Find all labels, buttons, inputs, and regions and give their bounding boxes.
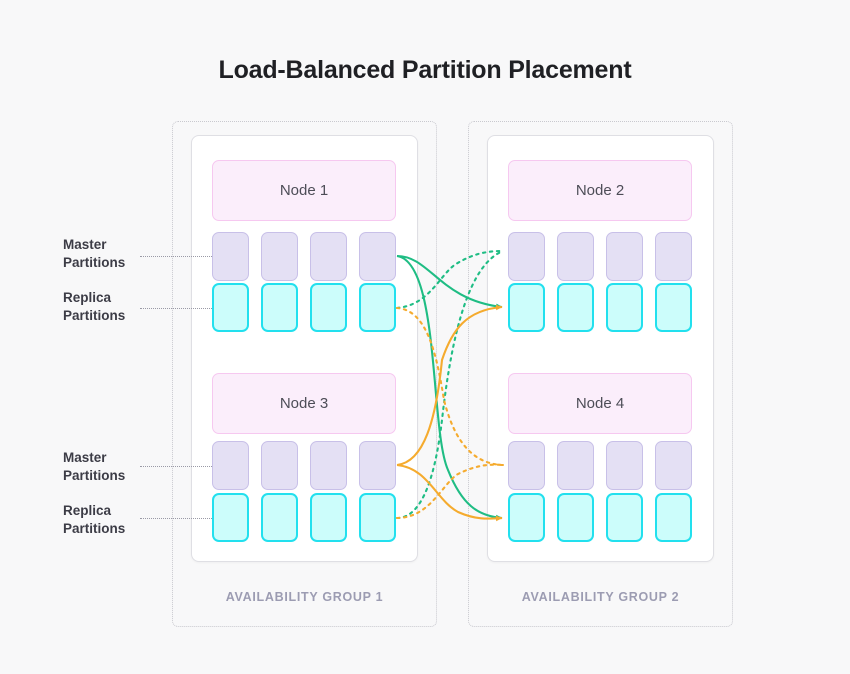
master-partition[interactable] [655, 441, 692, 490]
replica-partition[interactable] [557, 493, 594, 542]
master-partition[interactable] [310, 232, 347, 281]
node-label-node-4: Node 4 [575, 395, 625, 412]
node-box-node-2[interactable]: Node 2 [508, 160, 692, 221]
master-partition[interactable] [310, 441, 347, 490]
replica-partition-row-node-1 [212, 283, 396, 332]
replica-partition[interactable] [359, 493, 396, 542]
master-partition[interactable] [508, 232, 545, 281]
replica-partition-row-node-2 [508, 283, 692, 332]
replica-partition[interactable] [310, 493, 347, 542]
annotation-replica-partitions-bottom: Replica Partitions [63, 503, 126, 536]
master-partition-row-node-1 [212, 232, 396, 281]
node-label-node-1: Node 1 [279, 182, 329, 199]
replica-partition[interactable] [261, 283, 298, 332]
node-label-node-2: Node 2 [575, 182, 625, 199]
master-partition[interactable] [606, 232, 643, 281]
replica-partition[interactable] [359, 283, 396, 332]
replica-partition[interactable] [606, 493, 643, 542]
replica-partition[interactable] [606, 283, 643, 332]
node-box-node-4[interactable]: Node 4 [508, 373, 692, 434]
replica-partition[interactable] [655, 493, 692, 542]
node-box-node-1[interactable]: Node 1 [212, 160, 396, 221]
replica-partition[interactable] [557, 283, 594, 332]
leader-line-master-top [140, 256, 212, 257]
replica-partition[interactable] [261, 493, 298, 542]
master-partition[interactable] [557, 441, 594, 490]
availability-group-1-label: AVAILABILITY GROUP 1 [225, 590, 384, 604]
replica-partition[interactable] [655, 283, 692, 332]
replica-partition-row-node-3 [212, 493, 396, 542]
replica-partition[interactable] [212, 283, 249, 332]
master-partition[interactable] [359, 441, 396, 490]
master-partition[interactable] [655, 232, 692, 281]
annotation-master-partitions-top: Master Partitions [63, 237, 126, 270]
leader-line-master-bottom [140, 466, 212, 467]
replica-partition[interactable] [508, 283, 545, 332]
replica-partition-row-node-4 [508, 493, 692, 542]
replica-partition[interactable] [212, 493, 249, 542]
master-partition[interactable] [212, 441, 249, 490]
node-label-node-3: Node 3 [279, 395, 329, 412]
master-partition-row-node-4 [508, 441, 692, 490]
annotation-replica-partitions-top: Replica Partitions [63, 290, 126, 323]
leader-line-replica-bottom [140, 518, 212, 519]
leader-line-replica-top [140, 308, 212, 309]
replica-partition[interactable] [310, 283, 347, 332]
replica-partition[interactable] [508, 493, 545, 542]
master-partition[interactable] [557, 232, 594, 281]
master-partition[interactable] [261, 232, 298, 281]
master-partition[interactable] [261, 441, 298, 490]
master-partition[interactable] [508, 441, 545, 490]
availability-group-2-label: AVAILABILITY GROUP 2 [521, 590, 680, 604]
annotation-master-partitions-bottom: Master Partitions [63, 450, 126, 483]
master-partition[interactable] [359, 232, 396, 281]
master-partition[interactable] [212, 232, 249, 281]
page-title: Load-Balanced Partition Placement [218, 56, 632, 84]
node-box-node-3[interactable]: Node 3 [212, 373, 396, 434]
master-partition-row-node-3 [212, 441, 396, 490]
master-partition[interactable] [606, 441, 643, 490]
master-partition-row-node-2 [508, 232, 692, 281]
